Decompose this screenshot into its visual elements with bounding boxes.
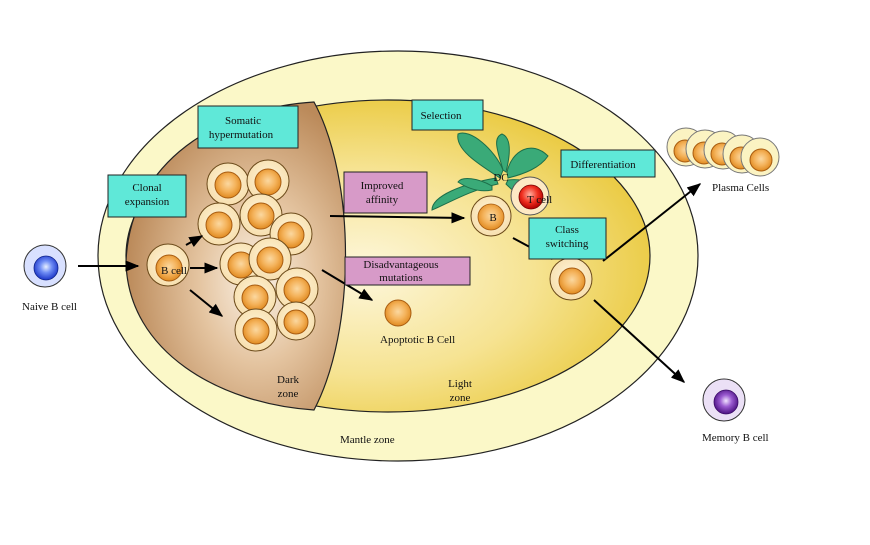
class-switching-line1: Class <box>555 224 579 236</box>
b-cell <box>197 202 241 246</box>
t-cell <box>510 176 550 216</box>
arrow-improved-affinity <box>329 212 466 224</box>
b-cell <box>234 308 278 352</box>
arrow-bcell-down <box>189 289 224 317</box>
naive-b-cell <box>23 244 67 288</box>
improved-affinity-line2: affinity <box>366 194 399 206</box>
class-switched-b-cell <box>549 257 593 301</box>
box-differentiation: Differentiation <box>560 149 656 178</box>
box-disadvantageous-mutations: Disadvantageous mutations <box>344 256 471 286</box>
b-cell <box>233 275 277 319</box>
apoptotic-b-cell <box>384 299 412 327</box>
clonal-expansion-line2: expansion <box>125 196 170 208</box>
somatic-hypermutation-line2: hypermutation <box>209 129 274 141</box>
box-somatic-hypermutation: Somatic hypermutation <box>197 105 299 149</box>
class-switching-line2: switching <box>546 238 589 250</box>
box-class-switching: Class switching <box>528 217 607 260</box>
differentiation-label: Differentiation <box>570 159 636 171</box>
mantle-zone-label: Mantle zone <box>340 434 395 446</box>
plasma-cells-label: Plasma Cells <box>712 182 769 194</box>
b-cell <box>206 162 250 206</box>
box-clonal-expansion: Clonal expansion <box>107 174 187 218</box>
disadvantageous-mutations-line2: mutations <box>379 272 422 284</box>
b-cell-entering <box>146 243 190 287</box>
naive-b-cell-label: Naive B cell <box>22 301 77 313</box>
plasma-cells <box>666 127 780 177</box>
t-cell-label: T cell <box>527 194 552 206</box>
memory-b-cell <box>702 378 746 422</box>
arrow-bcell-up <box>185 235 204 248</box>
clonal-expansion-line1: Clonal <box>132 182 161 194</box>
light-zone-label-line1: Light <box>448 378 472 390</box>
b-cell <box>248 237 292 281</box>
b-label: B <box>489 212 496 224</box>
disadvantageous-mutations-line1: Disadvantageous <box>363 259 438 271</box>
b-cell-light-zone <box>470 195 512 237</box>
box-improved-affinity: Improved affinity <box>343 171 428 214</box>
b-cell-label: B cell <box>161 265 187 277</box>
proliferating-b-cells <box>197 159 319 352</box>
memory-b-cell-label: Memory B cell <box>702 432 769 444</box>
improved-affinity-line1: Improved <box>361 180 404 192</box>
dark-zone-label-line2: zone <box>278 388 299 400</box>
b-cell <box>246 159 290 203</box>
light-zone-label-line2: zone <box>450 392 471 404</box>
box-selection: Selection <box>411 99 484 131</box>
somatic-hypermutation-line1: Somatic <box>225 115 261 127</box>
dc-label: DC <box>493 172 508 184</box>
selection-label: Selection <box>421 110 462 122</box>
dark-zone-label-line1: Dark <box>277 374 299 386</box>
b-cell <box>276 301 316 341</box>
arrow-to-memory <box>593 299 686 383</box>
apoptotic-b-cell-label: Apoptotic B Cell <box>380 334 455 346</box>
arrow-to-plasma <box>602 183 702 262</box>
